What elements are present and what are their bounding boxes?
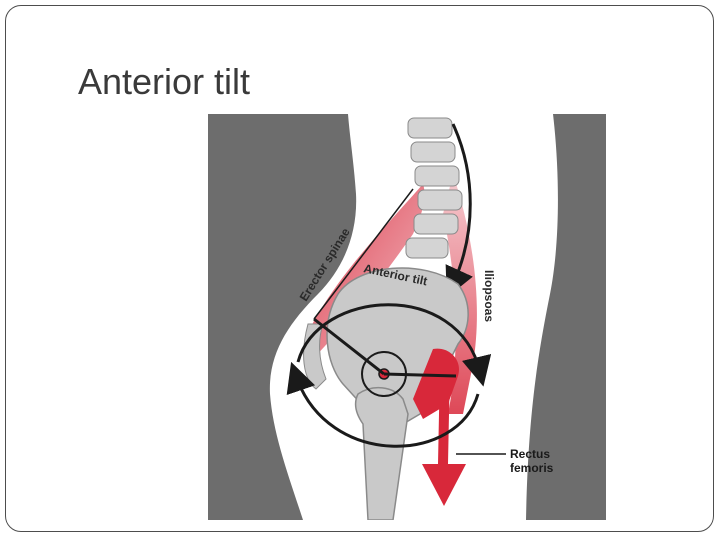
lever-line-front (383, 372, 457, 378)
lever-line-back (313, 317, 385, 376)
rotation-arrow-lower (286, 361, 480, 448)
erector-pull-line (313, 188, 414, 320)
anatomy-figure: Erector spinae Anterior tilt Iliopsoas R… (208, 114, 606, 520)
rectus-femoris-label-line1: Rectus (510, 447, 550, 461)
femur (354, 387, 409, 520)
pelvis-illustration: Erector spinae Anterior tilt Iliopsoas R… (208, 114, 606, 520)
slide-title: Anterior tilt (78, 61, 251, 102)
rectus-femoris-label-line2: femoris (510, 461, 554, 475)
rotation-arrow-upper (296, 303, 492, 387)
back-contour (526, 114, 606, 520)
iliopsoas-label: Iliopsoas (482, 270, 496, 322)
spine (405, 117, 463, 259)
spine-curve-arrow (445, 123, 473, 298)
